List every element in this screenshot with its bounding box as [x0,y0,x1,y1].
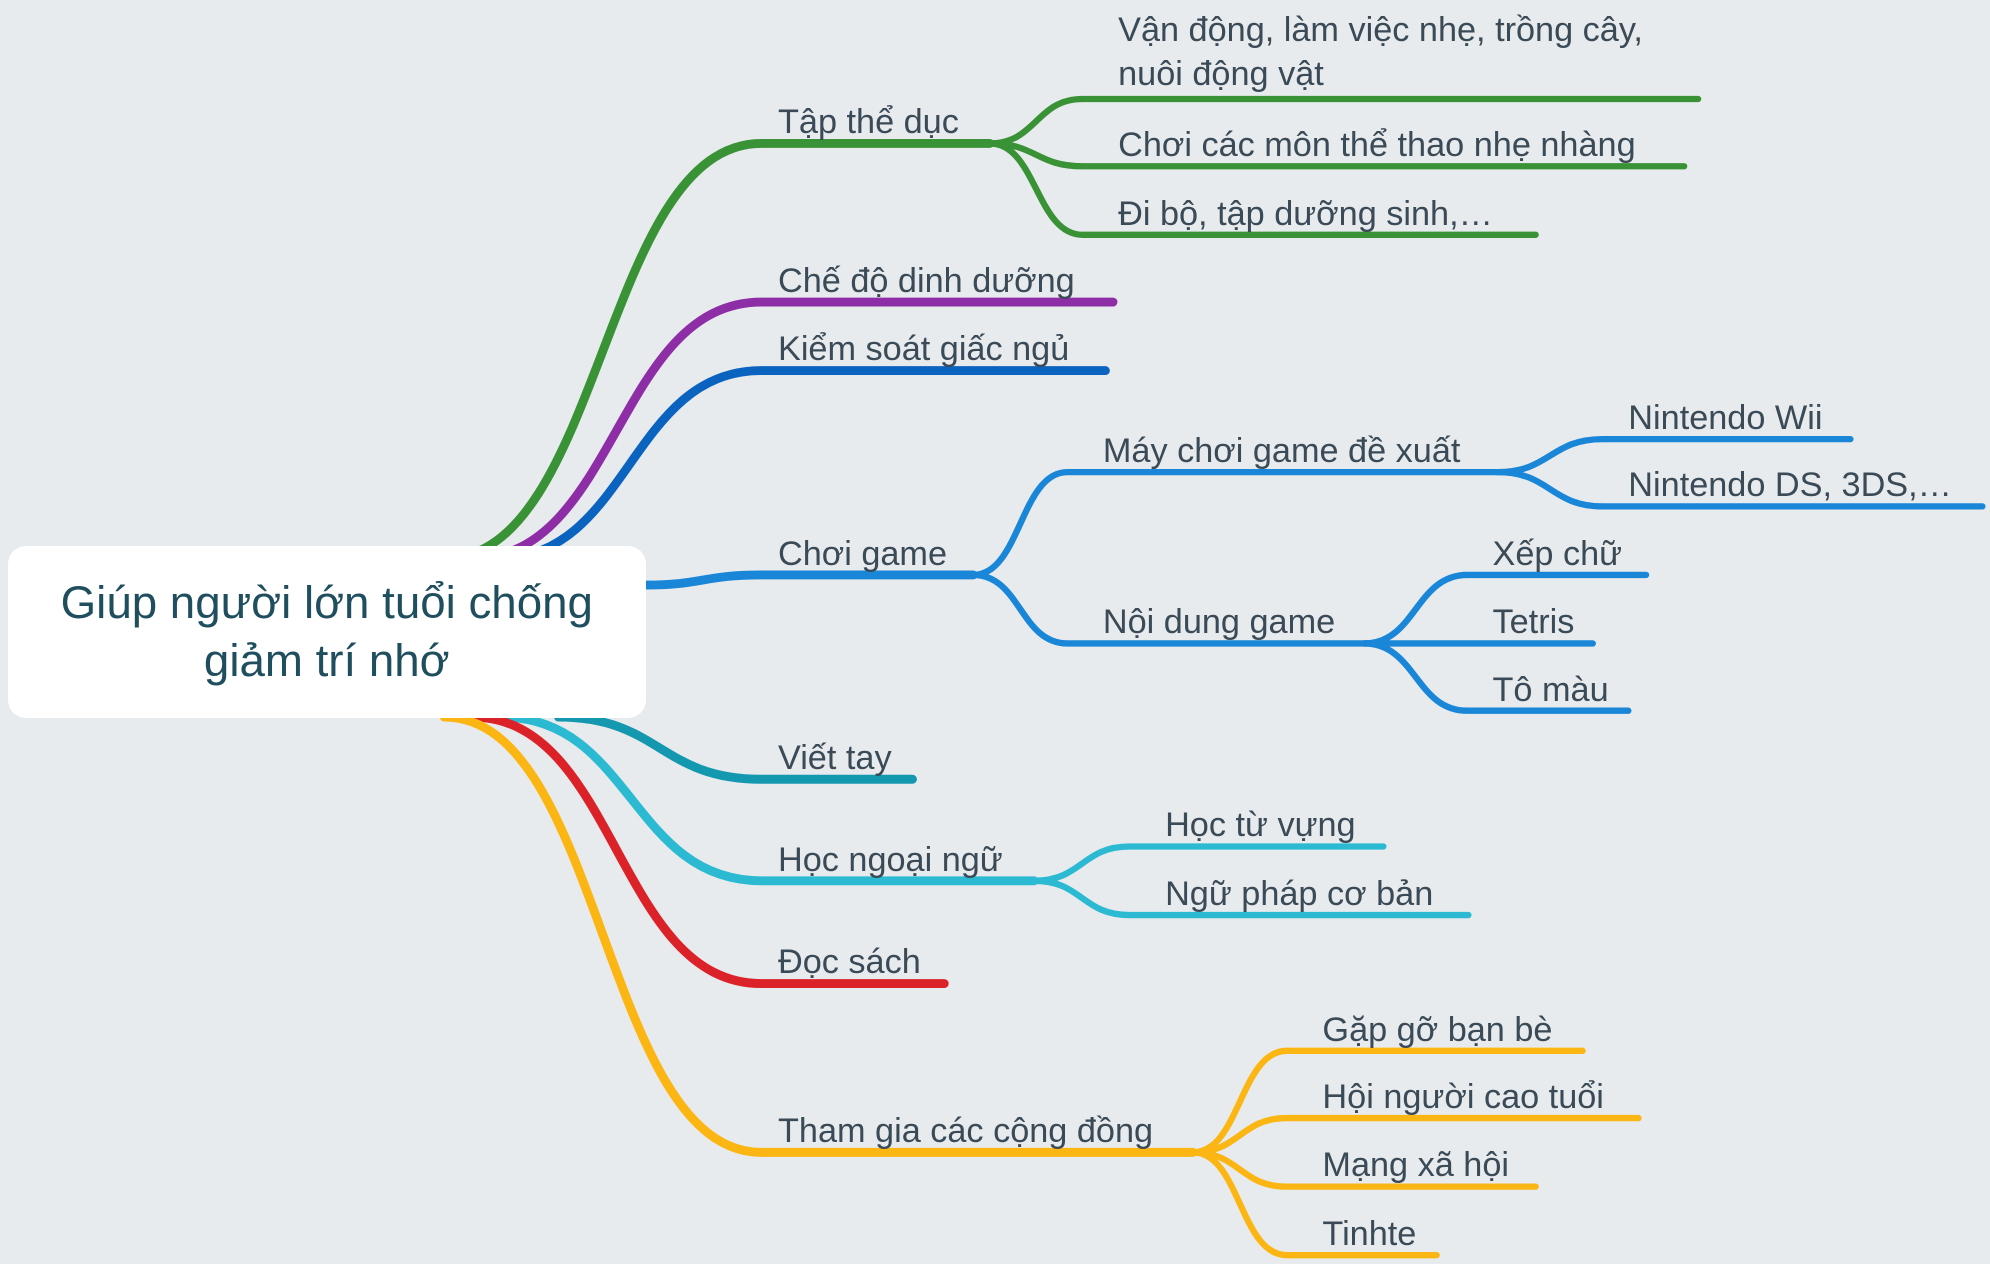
subtopic-tinhte[interactable]: Tinhte [1322,1215,1417,1254]
subtopic-di-bo[interactable]: Đi bộ, tập dưỡng sinh,… [1118,194,1493,233]
item-to-mau[interactable]: Tô màu [1492,670,1609,709]
link-n-b3-1 [970,571,1368,647]
topic-tham-gia-cong-dong[interactable]: Tham gia các cộng đồng [777,1112,1154,1151]
item-tetris[interactable]: Tetris [1492,603,1575,642]
subtopic-mang-xa-hoi[interactable]: Mạng xã hội [1322,1146,1510,1185]
subtopic-hoc-tu-vung[interactable]: Học từ vựng [1165,806,1356,845]
link-n-b3-0 [970,468,1501,579]
link-n-b7-3 [1189,1149,1440,1259]
subtopic-the-thao[interactable]: Chơi các môn thể thao nhẹ nhàng [1118,126,1636,165]
item-xep-chu[interactable]: Xếp chữ [1492,534,1623,573]
link-n-b0-2 [986,140,1539,238]
topic-che-do-dinh-duong[interactable]: Chế độ dinh dưỡng [777,261,1075,300]
link-n-b1 [467,297,1118,563]
topic-choi-game[interactable]: Chơi game [777,534,948,573]
link-n-b3-1-2 [1361,640,1632,714]
link-n-b6 [467,712,949,989]
link-n-b0 [439,138,995,563]
subtopic-may-choi-game[interactable]: Máy chơi game đề xuất [1102,431,1461,470]
topic-doc-sach[interactable]: Đọc sách [777,943,921,982]
link-n-b3-1-0 [1361,571,1650,647]
subtopic-van-dong[interactable]: Vận động, làm việc nhẹ, trồng cây, nuôi … [1118,10,1643,94]
subtopic-hoi-nguoi-cao-tuoi[interactable]: Hội người cao tuổi [1322,1077,1604,1116]
item-nintendo-ds[interactable]: Nintendo DS, 3DS,… [1628,466,1952,505]
subtopic-noi-dung-game[interactable]: Nội dung game [1102,603,1336,642]
topic-hoc-ngoai-ngu[interactable]: Học ngoại ngữ [777,840,1003,879]
subtopic-gap-go-ban-be[interactable]: Gặp gỡ bạn bè [1322,1010,1553,1049]
link-n-b7-0 [1189,1047,1586,1156]
link-n-b7 [439,712,1198,1157]
item-nintendo-wii[interactable]: Nintendo Wii [1628,398,1823,437]
link-n-b5-1 [1031,877,1472,919]
topic-viet-tay[interactable]: Viết tay [777,739,892,778]
link-n-b5 [496,712,1039,886]
link-n-b4 [553,712,917,784]
link-n-b3-0-1 [1494,468,1986,510]
subtopic-ngu-phap[interactable]: Ngữ pháp cơ bản [1165,874,1434,913]
link-n-b3 [640,570,978,590]
central-topic-label: Giúp người lớn tuổi chống giảm trí nhớ [60,576,593,687]
topic-kiem-soat-giac-ngu[interactable]: Kiểm soát giấc ngủ [777,330,1070,369]
central-topic[interactable]: Giúp người lớn tuổi chống giảm trí nhớ [7,545,646,719]
topic-tap-the-duc[interactable]: Tập thể dục [777,103,959,142]
